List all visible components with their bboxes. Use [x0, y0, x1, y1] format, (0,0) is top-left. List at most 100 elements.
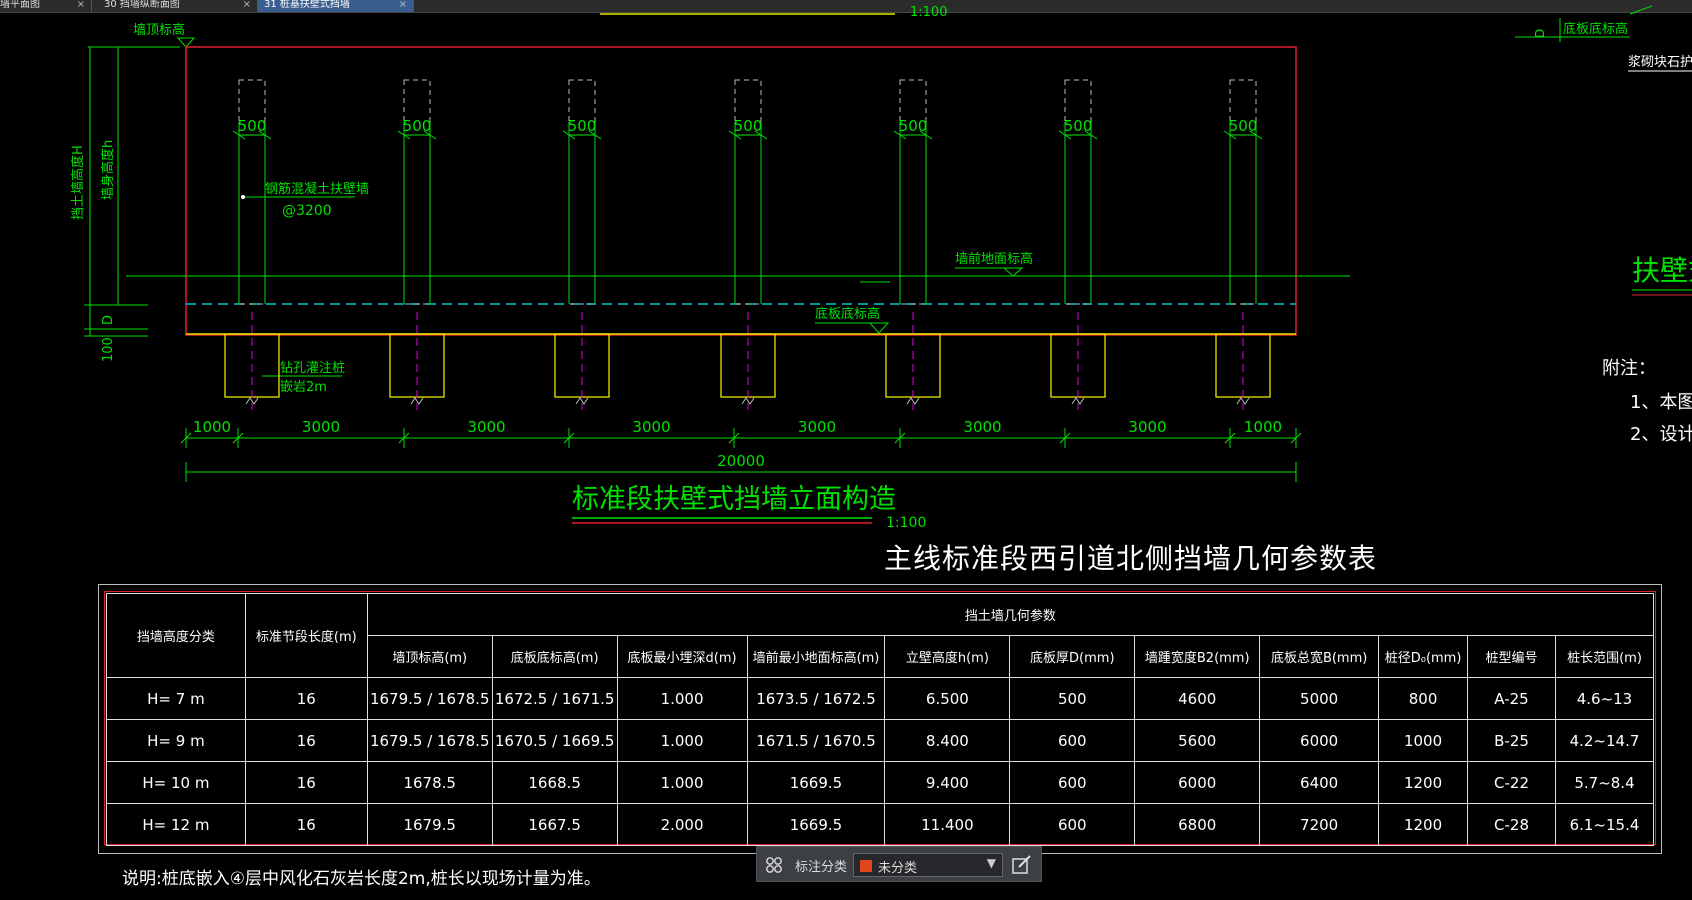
- table-cell: 6400: [1259, 761, 1380, 804]
- wall-elevation-outline: [185, 46, 1297, 336]
- rib-outline: [899, 79, 927, 305]
- table-cell: 11.400: [884, 803, 1011, 846]
- table-cell: 1000: [1378, 719, 1469, 762]
- geometry-params-table: 挡墙高度分类 标准节段长度(m) 挡土墙几何参数 墙顶标高(m) 底板底标高(m…: [106, 593, 1655, 846]
- tab-label: 墙平面图: [0, 0, 40, 10]
- dim-segment-label: 3000: [632, 418, 670, 436]
- wall-height-H-label: 挡土墙高度H: [70, 145, 86, 220]
- right-leader: [1629, 5, 1653, 15]
- table-cell: 6000: [1134, 761, 1261, 804]
- top-scale: 1:100: [910, 5, 947, 20]
- annotation-category-select[interactable]: 未分类 ▼: [853, 853, 1003, 877]
- pile-break-icon: [1071, 397, 1085, 405]
- rib-label: 钢筋混凝土扶壁墙: [265, 181, 369, 197]
- table-cell: C-22: [1467, 761, 1556, 804]
- table-cell: 1679.5: [366, 803, 493, 846]
- table-header-cell: 挡墙高度分类: [106, 593, 246, 678]
- pile-break-icon: [410, 397, 424, 405]
- rib-outline: [1064, 79, 1092, 305]
- table-title: 主线标准段西引道北侧挡墙几何参数表: [884, 542, 1378, 575]
- dim-segment-label: 3000: [798, 418, 836, 436]
- close-icon[interactable]: ×: [398, 0, 407, 10]
- tab-wall-plan[interactable]: 墙平面图 ×: [0, 0, 92, 12]
- table-cell: C-28: [1467, 803, 1556, 846]
- table-cell: 7200: [1259, 803, 1380, 846]
- chevron-down-icon[interactable]: ▼: [986, 856, 996, 870]
- table-cell: 6800: [1134, 803, 1261, 846]
- front-ground-elev-label: 墙前地面标高: [955, 251, 1033, 267]
- table-cell: 6.500: [884, 677, 1011, 720]
- table-cell: 4.2~14.7: [1554, 719, 1655, 762]
- dim-slash: [894, 432, 906, 444]
- table-cell: 1679.5 / 1678.5: [366, 677, 493, 720]
- table-group-header: 挡土墙几何参数: [366, 593, 1655, 636]
- dim-100-label: 100: [101, 337, 116, 362]
- dim-slash: [180, 432, 192, 444]
- right-note-2: 2、设计附: [1630, 424, 1692, 445]
- dim-segment-label: 1000: [1244, 418, 1282, 436]
- pile-break-icon: [1236, 397, 1250, 405]
- table-cell: 4.6~13: [1554, 677, 1655, 720]
- rib-outline: [568, 79, 596, 305]
- table-cell: 1.000: [616, 761, 748, 804]
- table-cell: 2.000: [616, 803, 748, 846]
- edit-icon[interactable]: [1011, 854, 1033, 876]
- table-cell: A-25: [1467, 677, 1556, 720]
- table-cell: 1671.5 / 1670.5: [746, 719, 886, 762]
- dim-slash: [1290, 432, 1302, 444]
- table-cell: 5000: [1259, 677, 1380, 720]
- wall-height-h-label: 墙身高度h: [100, 140, 116, 200]
- dim-segment-label: 3000: [302, 418, 340, 436]
- annotation-category-label: 标注分类: [795, 860, 848, 875]
- right-note-head: 附注：: [1602, 358, 1656, 379]
- rib-outline: [1229, 79, 1257, 305]
- right-D-label: D: [1533, 29, 1547, 38]
- dim-slash: [563, 432, 575, 444]
- document-tabbar: 墙平面图 × 30 挡墙纵断面图 × 31 桩基扶壁式挡墙 ×: [0, 0, 1692, 13]
- table-cell: 500: [1009, 677, 1136, 720]
- rib-outline: [734, 79, 762, 305]
- table-cell: 600: [1009, 761, 1136, 804]
- tab-label: 31 桩基扶壁式挡墙: [264, 0, 350, 10]
- table-cell: 5600: [1134, 719, 1261, 762]
- right-title: 扶壁式: [1632, 254, 1692, 287]
- table-header-row: 墙顶标高(m) 底板底标高(m) 底板最小埋深d(m) 墙前最小地面标高(m) …: [107, 635, 1655, 678]
- table-cell: 1679.5 / 1678.5: [366, 719, 493, 762]
- rib-width-label: 500: [568, 117, 597, 135]
- table-cell: H= 10 m: [106, 761, 246, 804]
- table-cell: H= 7 m: [106, 677, 246, 720]
- table-cell: 16: [244, 803, 368, 846]
- tab-pile-counterfort-wall[interactable]: 31 桩基扶壁式挡墙 ×: [258, 0, 414, 12]
- dim-slash: [728, 432, 740, 444]
- table-header-cell: 标准节段长度(m): [244, 593, 368, 678]
- table-cell: 6000: [1259, 719, 1380, 762]
- table-cell: 1668.5: [491, 761, 618, 804]
- D-label: D: [101, 315, 116, 325]
- table-cell: 9.400: [884, 761, 1011, 804]
- dim-segment-label: 3000: [1128, 418, 1166, 436]
- tab-wall-profile[interactable]: 30 挡墙纵断面图 ×: [98, 0, 258, 12]
- dim-segment-label: 3000: [467, 418, 505, 436]
- rib-outline: [403, 79, 431, 305]
- close-icon[interactable]: ×: [76, 0, 85, 10]
- table-cell: 1670.5 / 1669.5: [491, 719, 618, 762]
- dim-slash: [1059, 432, 1071, 444]
- table-header-cell: 底板总宽B(mm): [1259, 635, 1380, 678]
- rib-width-label: 500: [1064, 117, 1093, 135]
- table-cell: 1672.5 / 1671.5: [491, 677, 618, 720]
- table-header-cell: 底板底标高(m): [491, 635, 618, 678]
- table-cell: H= 12 m: [106, 803, 246, 846]
- close-icon[interactable]: ×: [242, 0, 251, 10]
- table-header-cell: 桩径D₀(mm): [1378, 635, 1469, 678]
- category-selected-value: 未分类: [878, 861, 918, 876]
- table-header-cell: 底板最小埋深d(m): [616, 635, 748, 678]
- rib-spacing-label: @3200: [282, 203, 332, 219]
- grid-icon[interactable]: [765, 856, 783, 874]
- rib-width-label: 500: [734, 117, 763, 135]
- tab-label: 30 挡墙纵断面图: [104, 0, 180, 10]
